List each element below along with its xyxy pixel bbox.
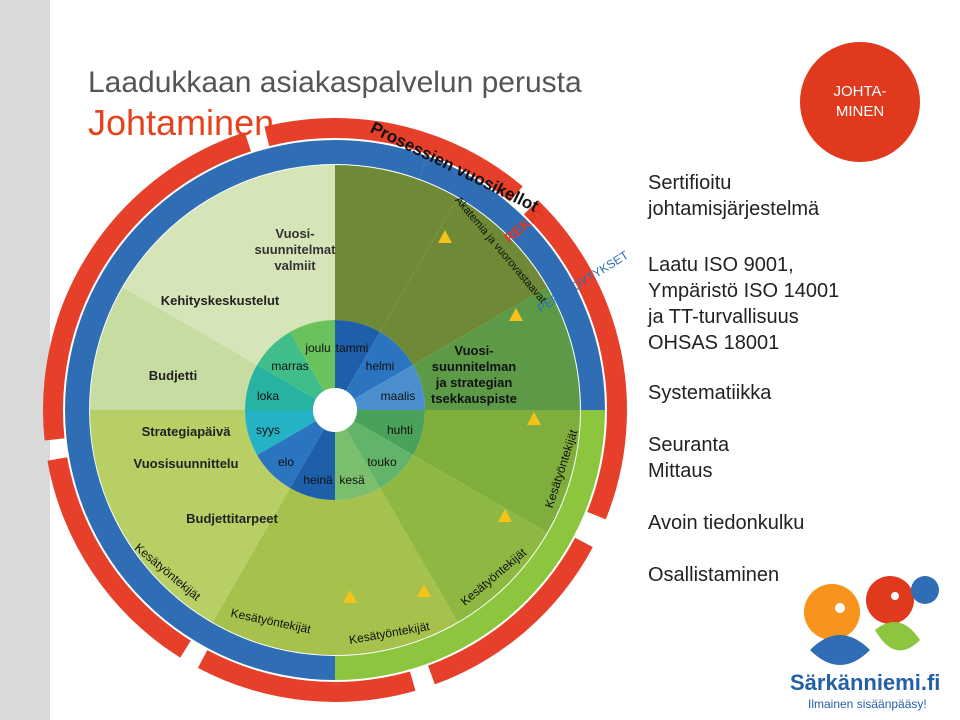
outer-red-segment — [428, 537, 593, 685]
month-inner-sector — [354, 410, 425, 455]
right-list-line: Seuranta — [648, 434, 730, 456]
month-inner-sector — [335, 320, 380, 391]
label-tsekkauspiste: Vuosi- — [454, 343, 493, 358]
right-list-item: Osallistaminen — [648, 562, 779, 588]
wheel-center — [313, 388, 357, 432]
label-vuosisuunnitelmat: valmiit — [274, 258, 316, 273]
month-label: tammi — [336, 341, 369, 355]
month-label: elo — [278, 455, 294, 469]
label-vuosisuunnittelu: Vuosisuunnittelu — [134, 456, 239, 471]
month-inner-sector — [245, 365, 316, 410]
month-outer-sector — [90, 287, 258, 410]
month-inner-sector — [346, 421, 413, 488]
month-inner-sector — [245, 410, 316, 455]
month-outer-sector — [335, 165, 458, 333]
right-list-line: Laatu ISO 9001, — [648, 254, 794, 276]
month-outer-sector — [212, 165, 335, 333]
month-inner-sector — [290, 429, 335, 500]
month-label: huhti — [387, 423, 413, 437]
outer-red-segment — [47, 457, 191, 658]
month-inner-sector — [257, 421, 324, 488]
right-list-line: johtamisjärjestelmä — [648, 198, 820, 220]
label-vuosisuunnitelmat: Vuosi- — [275, 226, 314, 241]
triangle-marker-icon — [527, 412, 541, 425]
logo-slogan: Ilmainen sisäänpääsy! — [808, 697, 927, 711]
month-label: syys — [256, 423, 280, 437]
triangle-marker-icon — [498, 509, 512, 522]
month-label: heinä — [303, 473, 333, 487]
outer-red-segment — [43, 264, 100, 441]
month-outer-sector — [380, 197, 548, 365]
right-list-line: OHSAS 18001 — [648, 332, 780, 354]
month-label: loka — [257, 389, 279, 403]
sarkanniemi-logo-icon — [804, 576, 939, 665]
month-outer-sector — [122, 197, 290, 365]
month-inner-sector — [290, 320, 335, 391]
month-inner-sector — [335, 429, 380, 500]
slide-title: Johtaminen — [88, 102, 275, 143]
right-list-line: Sertifioitu — [648, 172, 732, 194]
right-list-line: Systematiikka — [648, 382, 772, 404]
blue-ring-right — [419, 156, 605, 410]
label-vuosisuunnitelmat: suunnitelmat — [255, 242, 337, 257]
month-label: maalis — [381, 389, 416, 403]
right-list-item: Sertifioitu johtamisjärjestelmä — [648, 170, 819, 222]
month-outer-sector — [412, 410, 580, 533]
slide-subtitle: Laadukkaan asiakaspalvelun perusta — [88, 66, 582, 99]
outer-red-segment — [264, 117, 523, 202]
johtaminen-badge: JOHTA- MINEN — [800, 42, 920, 162]
label-tsekkauspiste: ja strategian — [435, 375, 513, 390]
label-budjetti: Budjetti — [149, 368, 197, 383]
right-list-line: Ympäristö ISO 14001 — [648, 280, 840, 302]
blue-ring-cap — [335, 140, 428, 179]
triangle-marker-icon — [417, 584, 431, 597]
right-list-item: Avoin tiedonkulku — [648, 510, 804, 536]
label-tsekkauspiste: suunnitelman — [432, 359, 517, 374]
right-list-line: Avoin tiedonkulku — [648, 512, 805, 534]
label-strategiapaiva: Strategiapäivä — [142, 424, 232, 439]
month-outer-sector — [335, 487, 458, 655]
right-list-item: Laatu ISO 9001, Ympäristö ISO 14001 ja TT-… — [648, 252, 839, 356]
month-outer-sector — [212, 487, 335, 655]
outer-red-segment — [197, 650, 416, 702]
month-outer-sector — [380, 455, 548, 623]
month-outer-sector — [412, 287, 580, 410]
triangle-marker-icon — [438, 230, 452, 243]
right-list-line: Mittaus — [648, 460, 713, 482]
label-tsekkauspiste: tsekkauspiste — [431, 391, 517, 406]
badge-line-2: MINEN — [835, 103, 885, 120]
month-outer-sector — [122, 455, 290, 623]
month-label: marras — [271, 359, 308, 373]
badge-line-1: JOHTA- — [833, 83, 887, 100]
triangle-marker-icon — [343, 590, 357, 603]
right-list-line: ja TT-turvallisuus — [648, 306, 799, 328]
month-inner-sector — [346, 332, 413, 399]
month-label: touko — [367, 455, 397, 469]
right-list-line: Osallistaminen — [648, 564, 780, 586]
logo-name: Särkänniemi.fi — [790, 670, 941, 695]
month-inner-sector — [354, 365, 425, 410]
label-kehityskeskustelut: Kehityskeskustelut — [161, 293, 280, 308]
left-gray-strip — [0, 0, 50, 720]
outer-red-segment — [523, 199, 627, 520]
label-budjettitarpeet: Budjettitarpeet — [186, 511, 278, 526]
month-inner-sector — [257, 332, 324, 399]
green-ring — [335, 410, 605, 680]
month-outer-sector — [90, 410, 258, 533]
right-list-item: Systematiikka — [648, 380, 771, 406]
triangle-marker-icon — [509, 308, 523, 321]
month-label: helmi — [366, 359, 395, 373]
month-label: joulu — [304, 341, 330, 355]
month-label: kesä — [339, 473, 365, 487]
